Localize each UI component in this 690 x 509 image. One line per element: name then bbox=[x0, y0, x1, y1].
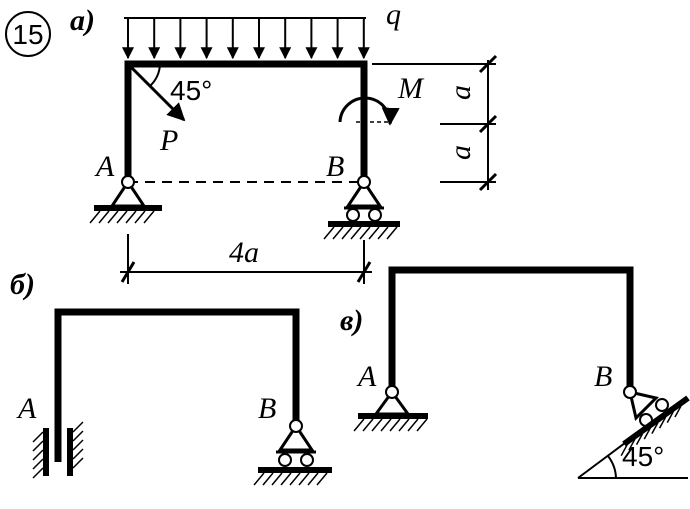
ground-hatch bbox=[377, 226, 389, 240]
ground-hatch bbox=[89, 210, 101, 224]
ground-hatch bbox=[298, 472, 310, 486]
support-a-sleeve bbox=[32, 421, 84, 479]
ground-hatch bbox=[386, 226, 398, 240]
angle-45-label-c: 45° bbox=[622, 441, 664, 472]
ground-hatch bbox=[341, 226, 353, 240]
incline-hatch bbox=[635, 433, 644, 446]
support-a-label-a: A bbox=[94, 150, 115, 183]
ground-hatch bbox=[271, 472, 283, 486]
support-b-label-a: B bbox=[326, 150, 344, 183]
problem-number: 15 bbox=[12, 19, 43, 50]
incline-hatch bbox=[674, 405, 682, 418]
force-p-label: P bbox=[159, 124, 178, 157]
span-4a-label: 4a bbox=[229, 236, 259, 269]
vertical-dimension bbox=[372, 54, 498, 192]
incline-hatch bbox=[643, 427, 651, 440]
ground-hatch bbox=[323, 226, 335, 240]
ground-hatch bbox=[107, 210, 119, 224]
dim-a-bottom: a bbox=[444, 145, 477, 160]
support-a-pin bbox=[89, 175, 162, 224]
moment-m-arrow bbox=[338, 96, 400, 126]
ground-hatch bbox=[407, 418, 419, 432]
support-b-roller bbox=[323, 175, 400, 240]
ground-hatch bbox=[416, 418, 428, 432]
problem-number-circle bbox=[5, 11, 51, 57]
wall-hatch bbox=[72, 448, 84, 460]
wall-hatch bbox=[32, 458, 44, 470]
wall-hatch bbox=[72, 421, 84, 433]
panel-c: в) A B 45° bbox=[340, 266, 690, 479]
moment-m-label: M bbox=[397, 72, 425, 105]
ground-hatch bbox=[389, 418, 401, 432]
ground-hatch bbox=[125, 210, 137, 224]
incline-hatch bbox=[666, 411, 674, 423]
ground-hatch bbox=[398, 418, 410, 432]
support-b-label-b: B bbox=[258, 392, 276, 425]
dim-a-top: a bbox=[444, 85, 477, 100]
ground-hatch bbox=[362, 418, 374, 432]
ground-hatch bbox=[316, 472, 328, 486]
support-b-roller-b bbox=[253, 419, 332, 486]
angle-45-label-a: 45° bbox=[170, 75, 212, 106]
wall-hatch bbox=[32, 431, 44, 443]
support-a-pin-c bbox=[353, 385, 428, 432]
ground-hatch bbox=[253, 472, 265, 486]
ground-hatch bbox=[289, 472, 301, 486]
wall-hatch bbox=[72, 439, 84, 451]
panel-b-label: б) bbox=[10, 268, 35, 301]
ground-hatch bbox=[98, 210, 110, 224]
distributed-load bbox=[122, 17, 370, 60]
panel-a: 15 а) q 45° P M A bbox=[5, 0, 498, 284]
incline-hatch bbox=[628, 438, 636, 451]
ground-hatch bbox=[371, 418, 383, 432]
ground-hatch bbox=[143, 210, 155, 224]
panel-c-label: в) bbox=[340, 304, 363, 337]
frame-c bbox=[388, 266, 634, 394]
ground-hatch bbox=[368, 226, 380, 240]
support-b-label-c: B bbox=[594, 360, 612, 393]
force-p-arrow bbox=[126, 62, 186, 122]
incline-hatch bbox=[620, 444, 628, 457]
wall-hatch bbox=[32, 449, 44, 461]
frame-b bbox=[54, 308, 300, 434]
wall-hatch bbox=[32, 467, 44, 479]
incline-angle-triangle bbox=[577, 401, 688, 479]
panel-b: б) A B bbox=[10, 268, 332, 486]
ground-hatch bbox=[116, 210, 128, 224]
ground-hatch bbox=[353, 418, 365, 432]
support-a-label-c: A bbox=[356, 360, 377, 393]
load-q-label: q bbox=[386, 0, 401, 31]
horizontal-dimension bbox=[120, 234, 372, 284]
support-a-label-b: A bbox=[16, 392, 37, 425]
incline-hatch bbox=[658, 416, 667, 429]
ground-hatch bbox=[380, 418, 392, 432]
ground-hatch bbox=[307, 472, 319, 486]
ground-hatch bbox=[262, 472, 274, 486]
wall-hatch bbox=[32, 440, 44, 452]
wall-hatch bbox=[72, 430, 84, 442]
ground-hatch bbox=[280, 472, 292, 486]
ground-hatch bbox=[350, 226, 362, 240]
ground-hatch bbox=[359, 226, 371, 240]
ground-hatch bbox=[332, 226, 344, 240]
angle-arc-a bbox=[149, 63, 161, 87]
ground-hatch bbox=[134, 210, 146, 224]
panel-a-label: а) bbox=[70, 4, 95, 37]
wall-hatch bbox=[72, 457, 84, 469]
incline-hatch bbox=[651, 422, 659, 434]
